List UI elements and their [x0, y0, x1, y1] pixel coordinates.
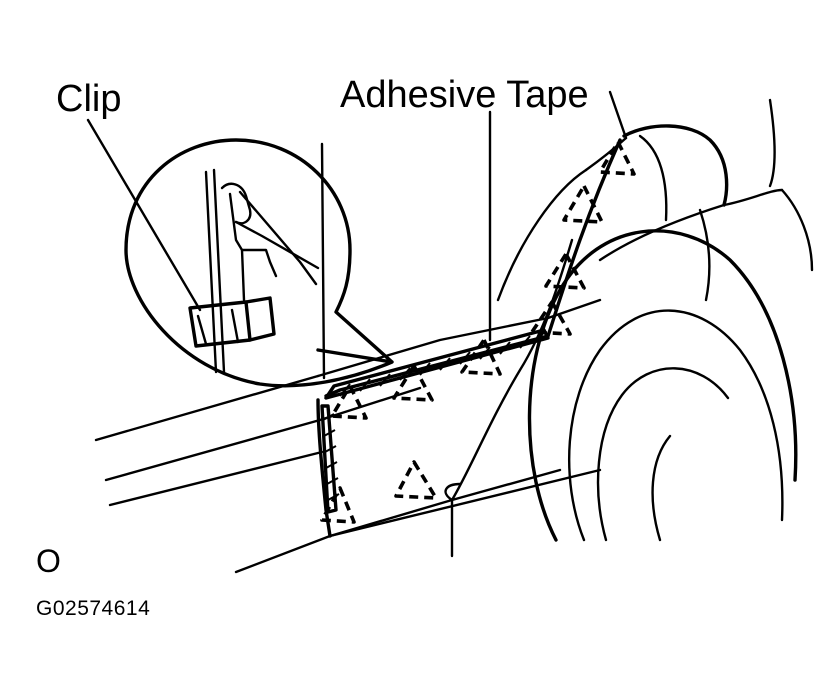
tape-leader-2	[608, 90, 628, 140]
fender-top	[598, 98, 814, 302]
marker-triangle	[562, 184, 604, 224]
adhesive-tape-label: Adhesive Tape	[340, 74, 589, 116]
leader-lines	[86, 90, 628, 342]
corner-mark: O	[36, 543, 61, 579]
clip-location-markers	[320, 140, 636, 524]
marker-triangle	[392, 364, 434, 402]
marker-triangle	[320, 486, 356, 524]
marker-triangle	[330, 384, 368, 420]
clip-detail-callout	[124, 138, 394, 388]
marker-triangle	[530, 300, 572, 336]
marker-triangle	[544, 252, 586, 290]
marker-triangle	[598, 140, 636, 176]
clip-leader	[86, 118, 202, 312]
marker-triangle	[394, 460, 438, 500]
adhesive-tape-hatching	[320, 328, 550, 514]
body-panel-lines	[94, 142, 602, 574]
figure-code: G02574614	[36, 597, 151, 620]
clip-label: Clip	[56, 78, 122, 120]
marker-triangle	[460, 338, 502, 376]
tire	[527, 229, 798, 542]
